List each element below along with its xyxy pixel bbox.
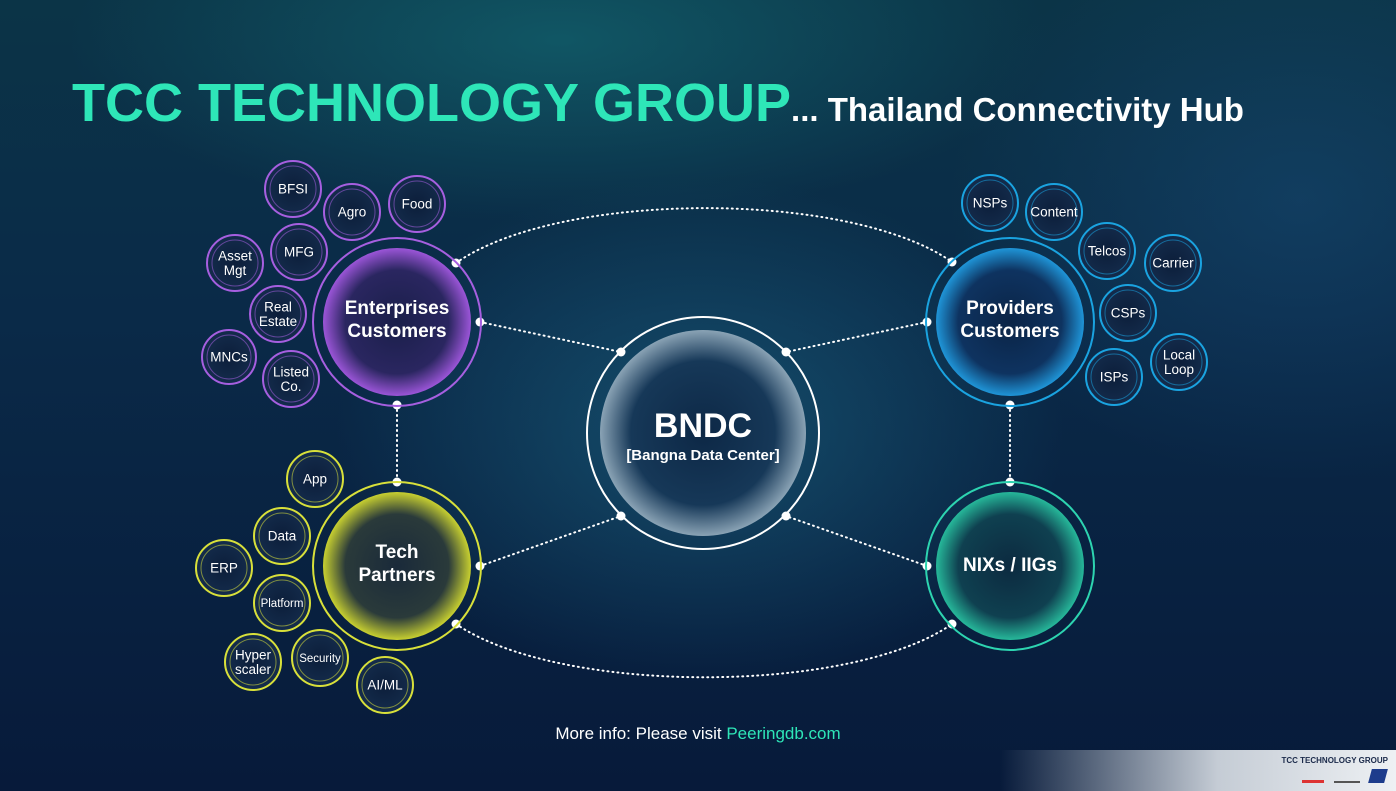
satellite-label: Real: [264, 299, 292, 314]
satellite-label: Content: [1030, 205, 1078, 220]
satellite-label: Agro: [338, 205, 367, 220]
satellite-label: Platform: [261, 598, 304, 610]
satellite-label: Mgt: [224, 263, 247, 278]
satellite-label: Estate: [259, 314, 297, 329]
satellite-enterprise-mfg: MFG: [270, 223, 328, 281]
satellite-label: CSPs: [1111, 306, 1146, 321]
satellite-label: Loop: [1164, 362, 1194, 377]
satellite-label: Telcos: [1088, 244, 1127, 259]
hub-nix-label: NIXs / IIGs: [963, 555, 1057, 576]
satellite-enterprise-agro: Agro: [323, 183, 381, 241]
satellite-enterprise-food: Food: [388, 175, 446, 233]
connector-nix-center: [785, 515, 928, 567]
footer-info: More info: Please visit Peeringdb.com: [0, 724, 1396, 744]
satellite-enterprise-mncs: MNCs: [201, 329, 257, 385]
satellite-label: ERP: [210, 561, 238, 576]
hub-tech-label-1: Tech: [376, 542, 419, 563]
hub-providers-label-1: Providers: [966, 298, 1054, 319]
satellite-label: Security: [299, 653, 341, 665]
satellite-label: AI/ML: [367, 678, 403, 693]
center-title: BNDC: [654, 407, 752, 445]
page-title: TCC TECHNOLOGY GROUP... Thailand Connect…: [72, 72, 1244, 134]
satellite-label: NSPs: [973, 196, 1008, 211]
brand-bar: TCC TECHNOLOGY GROUP: [1000, 750, 1396, 791]
satellite-providers-telcos: Telcos: [1078, 222, 1136, 280]
connector-tech-center: [479, 515, 622, 567]
connectors: [396, 207, 1011, 679]
satellite-providers-content: Content: [1025, 183, 1083, 241]
satellite-label: scaler: [235, 662, 272, 677]
connector-providers-center: [785, 321, 928, 353]
satellite-label: App: [303, 472, 327, 487]
satellite-label: Carrier: [1152, 256, 1194, 271]
hub-providers-label-2: Customers: [960, 321, 1059, 342]
hub-nix: NIXs / IIGs: [925, 481, 1095, 651]
satellite-enterprise-bfsi: BFSI: [264, 160, 322, 218]
satellite-tech-app: App: [286, 450, 344, 508]
hub-enterprise-label-1: Enterprises: [345, 298, 450, 319]
logo-icon: [1368, 768, 1388, 783]
hub-tech-label-2: Partners: [358, 565, 435, 586]
center-node-bndc: BNDC [Bangna Data Center]: [586, 316, 820, 550]
satellite-label: Hyper: [235, 647, 272, 662]
logo-icon: [1334, 769, 1360, 783]
hub-enterprise-label-2: Customers: [347, 321, 446, 342]
brand-logos: [1302, 768, 1388, 783]
hub-enterprise: Enterprises Customers: [312, 237, 482, 407]
dot: [947, 619, 957, 629]
satellite-tech-platform: Platform: [253, 574, 311, 632]
title-main: TCC TECHNOLOGY GROUP: [72, 73, 792, 133]
logo-icon: [1302, 768, 1324, 783]
dot: [451, 619, 461, 629]
connector-enterprise-providers: [455, 207, 953, 264]
satellite-label: Local: [1163, 347, 1195, 362]
connector-tech-nix: [455, 623, 953, 679]
connector-enterprise-center: [479, 321, 622, 353]
satellite-tech-erp: ERP: [195, 539, 253, 597]
satellite-providers-carrier: Carrier: [1144, 234, 1202, 292]
center-subtitle: [Bangna Data Center]: [626, 447, 779, 464]
satellite-label: Data: [268, 529, 297, 544]
dot: [781, 511, 791, 521]
brand-name: TCC TECHNOLOGY GROUP: [1281, 756, 1388, 765]
footer-prefix: More info: Please visit: [555, 724, 727, 743]
satellite-label: ISPs: [1100, 370, 1129, 385]
satellite-providers-isps: ISPs: [1085, 348, 1143, 406]
hub-tech: Tech Partners: [312, 481, 482, 651]
satellite-label: Co.: [280, 379, 301, 394]
satellite-nodes: BFSIAgroFoodMFGAssetMgtRealEstateMNCsLis…: [195, 160, 1208, 714]
satellite-providers-nsps: NSPs: [961, 174, 1019, 232]
satellite-tech-data: Data: [253, 507, 311, 565]
satellite-label: MNCs: [210, 350, 248, 365]
satellite-label: BFSI: [278, 182, 308, 197]
satellite-providers-csps: CSPs: [1099, 284, 1157, 342]
satellite-tech-security: Security: [291, 629, 349, 687]
hub-providers: Providers Customers: [925, 237, 1095, 407]
satellite-tech-ai-ml: AI/ML: [356, 656, 414, 714]
satellite-label: Food: [402, 197, 433, 212]
satellite-label: Asset: [218, 248, 252, 263]
satellite-label: MFG: [284, 245, 314, 260]
peeringdb-link[interactable]: Peeringdb.com: [726, 724, 841, 743]
title-subtitle: ... Thailand Connectivity Hub: [791, 91, 1244, 128]
satellite-label: Listed: [273, 364, 309, 379]
